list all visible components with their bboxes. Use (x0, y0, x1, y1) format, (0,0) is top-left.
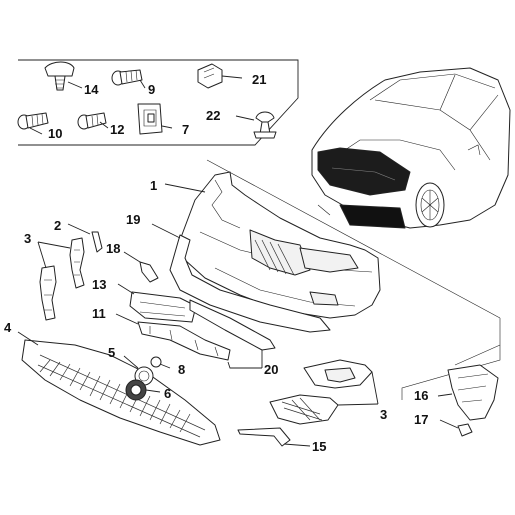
part-12-screw (77, 112, 109, 130)
label-6: 6 (164, 386, 171, 401)
part-6-emblem-base (125, 379, 161, 401)
label-14: 14 (84, 82, 99, 97)
guide-line (206, 159, 501, 319)
label-3-right: 3 (380, 407, 387, 422)
part-7-clip (137, 103, 173, 135)
fasteners-inset-box (18, 59, 299, 146)
label-5: 5 (108, 345, 115, 360)
part-18-bracket (123, 251, 159, 283)
label-18: 18 (106, 241, 120, 256)
part-14-clip (44, 61, 83, 91)
part-11-reinforcement (115, 313, 231, 361)
label-17: 17 (414, 412, 428, 427)
part-17-clip (439, 419, 473, 437)
label-20: 20 (264, 362, 278, 377)
guide-line (454, 344, 501, 366)
part-9-screw (111, 69, 146, 89)
part-2-trim (67, 223, 103, 253)
label-4: 4 (4, 320, 12, 335)
part-21-bracket (197, 63, 243, 89)
label-1: 1 (150, 178, 157, 193)
part-1-bumper-cover (164, 171, 381, 319)
label-2: 2 (54, 218, 61, 233)
label-16: 16 (414, 388, 428, 403)
label-10: 10 (48, 126, 62, 141)
part-4-lower-grille (17, 331, 221, 446)
part-3-right-bezels (269, 359, 379, 425)
label-9: 9 (148, 82, 155, 97)
label-15: 15 (312, 439, 326, 454)
label-13: 13 (92, 277, 106, 292)
label-11: 11 (92, 306, 106, 321)
part-19-lower-lip (151, 223, 331, 333)
part-10-screw (17, 112, 49, 135)
label-7: 7 (182, 122, 189, 137)
part-13-absorber (117, 283, 197, 323)
label-22: 22 (206, 108, 220, 123)
label-3-left: 3 (24, 231, 31, 246)
part-16-side-cover (437, 364, 499, 421)
part-3-left-brackets (37, 237, 85, 321)
part-8-cap (150, 356, 171, 369)
part-20-strip (189, 299, 276, 369)
label-21: 21 (252, 72, 266, 87)
part-15-trim (237, 427, 311, 447)
label-12: 12 (110, 122, 124, 137)
label-8: 8 (178, 362, 185, 377)
part-22-pushclip (235, 111, 277, 139)
label-19: 19 (126, 212, 140, 227)
car-illustration (311, 67, 511, 229)
